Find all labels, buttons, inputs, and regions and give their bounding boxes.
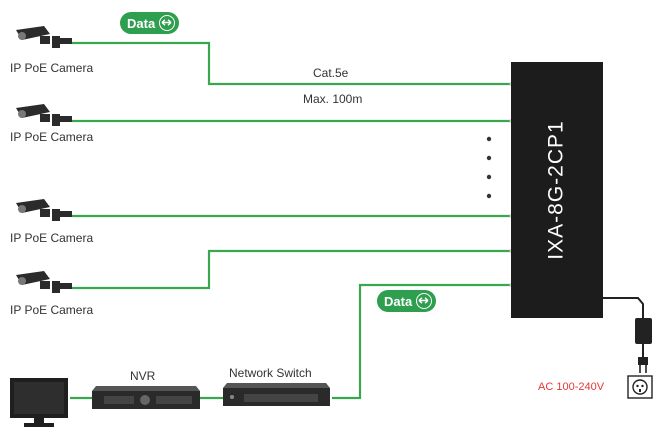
camera-label: IP PoE Camera bbox=[10, 130, 94, 144]
data-badge-label: Data bbox=[127, 15, 156, 31]
device-model-label: IXA-8G-2CP1 bbox=[545, 120, 569, 260]
power-outlet-icon bbox=[627, 375, 653, 399]
cable-type-label: Cat.5e bbox=[313, 66, 349, 80]
poe-device-box bbox=[511, 62, 603, 318]
nvr-label: NVR bbox=[130, 369, 156, 383]
camera-label: IP PoE Camera bbox=[10, 61, 94, 75]
camera-icon bbox=[16, 26, 72, 48]
cable-lines bbox=[70, 41, 511, 400]
device-model-label-wrap: IXA-8G-2CP1 bbox=[511, 62, 603, 318]
bidirectional-arrow-icon bbox=[416, 293, 433, 309]
cable-camera-4 bbox=[72, 249, 511, 290]
more-ports-ellipsis bbox=[486, 136, 492, 199]
camera-icon bbox=[16, 199, 72, 221]
network-switch-label: Network Switch bbox=[229, 366, 312, 380]
camera-icon bbox=[16, 104, 72, 126]
data-badge: Data bbox=[120, 12, 180, 34]
camera-label: IP PoE Camera bbox=[10, 303, 94, 317]
camera-icon bbox=[16, 271, 72, 293]
bidirectional-arrow-icon bbox=[159, 15, 176, 31]
power-adapter bbox=[603, 297, 652, 373]
data-badge-label: Data bbox=[384, 293, 413, 309]
cable-uplink bbox=[332, 283, 511, 400]
cable-camera-1 bbox=[72, 41, 511, 86]
nvr-icon bbox=[92, 386, 200, 409]
power-input-label: AC 100-240V bbox=[538, 381, 605, 393]
cable-max-length-label: Max. 100m bbox=[303, 92, 363, 106]
data-badge: Data bbox=[377, 290, 437, 312]
network-switch-icon bbox=[223, 383, 330, 406]
camera-label: IP PoE Camera bbox=[10, 231, 94, 245]
monitor-icon bbox=[10, 378, 68, 427]
